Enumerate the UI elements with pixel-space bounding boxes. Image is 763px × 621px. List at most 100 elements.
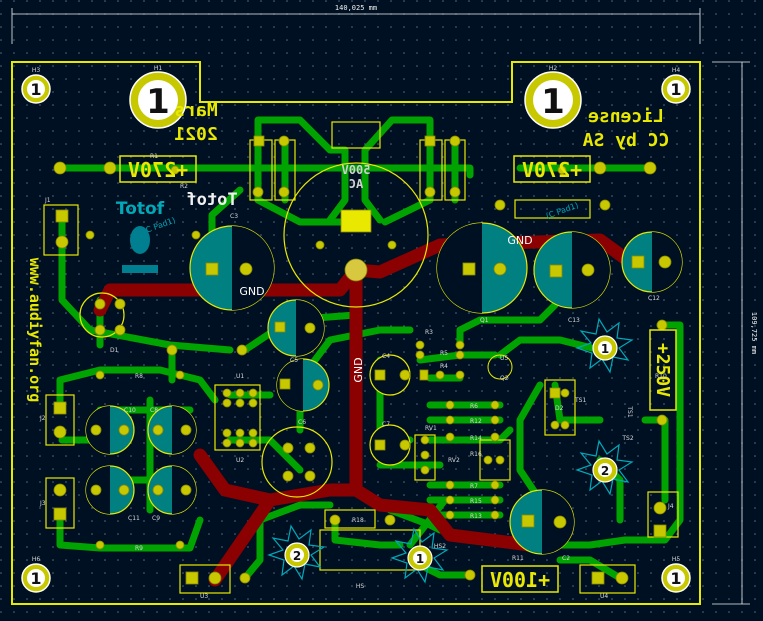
ref-r8: R8	[135, 373, 143, 380]
hole-ref: HS	[356, 583, 365, 590]
board-outline	[11, 61, 701, 605]
ac-label-group: 500V AC	[342, 163, 371, 191]
hole-number: 1	[30, 80, 41, 99]
ref-r14: R14	[470, 435, 482, 442]
ref-rv1: RV1	[425, 425, 437, 432]
ref-ts1: TS1	[574, 397, 586, 404]
mounting-hole-h4[interactable]: 1 H4	[661, 67, 691, 104]
website-label: www.audiyfan.org	[26, 258, 44, 403]
silk-license-line1: License	[588, 106, 664, 127]
author-white: Totof	[186, 190, 237, 210]
ref-r13: R13	[470, 513, 482, 520]
dimension-width	[11, 8, 701, 44]
ref-c12: C12	[648, 295, 660, 302]
ref-r2: R2	[180, 183, 188, 190]
ref-r11: R11	[512, 555, 524, 562]
ref-c3: C3	[230, 213, 238, 220]
ref-c2: C2	[562, 555, 570, 562]
height-dimension-label: 109,725 mm	[750, 312, 758, 354]
ref-c4: C4	[382, 353, 390, 360]
mounting-hole-h1[interactable]: 1 H1	[129, 65, 187, 129]
component-pads	[53, 135, 672, 585]
supply-right-group: +270V	[513, 155, 591, 183]
silk-supply-side: +250V	[652, 343, 673, 397]
hole-number: 1	[416, 552, 424, 566]
ref-q2: Q2	[500, 375, 509, 382]
ref-r18: R18	[352, 517, 364, 524]
silk-supply-bottom: +100V	[490, 568, 550, 592]
hole-number: 2	[293, 549, 301, 563]
ref-u3: U3	[200, 593, 208, 600]
hole-number: 2	[601, 464, 609, 478]
mounting-hole-h6[interactable]: 1 H6	[21, 556, 51, 593]
mounting-hole-h2[interactable]: 1 H2	[524, 65, 582, 129]
silk-license-group: License CC by SA	[582, 106, 669, 151]
hole-ref: HS2	[434, 543, 446, 550]
ref-r5: R5	[440, 350, 448, 357]
ref-r9: R9	[135, 545, 143, 552]
ref-r3: R3	[425, 329, 433, 336]
ref-c8: C8	[150, 407, 158, 414]
ref-u4: U4	[600, 593, 608, 600]
ref-r12: R12	[470, 418, 482, 425]
author-group: Totof	[186, 190, 237, 210]
width-dimension-label: 140,025 mm	[335, 4, 377, 12]
ref-j1: J1	[44, 197, 51, 204]
ref-c5: C5	[290, 357, 298, 364]
gnd-label-right: GND	[507, 234, 532, 247]
dimension-height	[712, 61, 750, 605]
ref-r4: R4	[440, 363, 448, 370]
supply-bottom-group: +100V	[481, 565, 559, 593]
ref-r10: R10	[655, 373, 667, 380]
ref-d2: D2	[555, 405, 564, 412]
supply-box	[481, 565, 559, 593]
ref-r15: R15	[470, 498, 482, 505]
test-point-ts1[interactable]: 1 TS1	[592, 335, 633, 418]
ref-c13: C13	[568, 317, 580, 324]
hole-ref: H1	[154, 65, 163, 72]
silk-license-line2: CC by SA	[582, 130, 669, 151]
ref-rv2: RV2	[448, 457, 460, 464]
hole-ref: H6	[32, 556, 41, 563]
heatsink-hole-hs2[interactable]: 1 HS2	[407, 543, 446, 571]
ref-r1: R1	[150, 153, 158, 160]
hole-number: 1	[670, 569, 681, 588]
gnd-label-left: GND	[239, 285, 264, 298]
component-reference-labels: C3 C12 C13 C4 C5 C6 C7 C10 C11 C8 C9 C2 …	[39, 153, 674, 600]
hole-number: 1	[601, 342, 609, 356]
ref-r6: R6	[470, 403, 478, 410]
silk-supply-right: +270V	[522, 158, 582, 182]
ref-u1: U1	[236, 373, 244, 380]
mounting-hole-h5[interactable]: 1 H5	[661, 556, 691, 593]
hole-ref: H4	[672, 67, 681, 74]
ac-label: AC	[349, 177, 363, 191]
hole-number: 1	[541, 82, 565, 122]
ac-voltage-label: 500V	[342, 163, 371, 177]
ref-c9: C9	[152, 515, 160, 522]
hole-ref: H3	[32, 67, 41, 74]
supply-box	[649, 329, 677, 411]
hole-number: 1	[670, 80, 681, 99]
ref-c7: C7	[382, 421, 390, 428]
test-point-ts2[interactable]: 2 TS2	[592, 435, 634, 483]
gnd-label-center: GND	[352, 357, 365, 382]
silk-date-year: 2021	[174, 124, 217, 145]
silk-date-month: Mars	[174, 100, 217, 121]
ref-q1: Q1	[480, 317, 489, 324]
silk-supply-left: +270V	[128, 158, 188, 182]
hole-ref: TS2	[621, 435, 633, 442]
mounting-hole-h3[interactable]: 1 H3	[21, 67, 51, 104]
ref-u2: U2	[236, 457, 244, 464]
ref-d1: D1	[110, 347, 119, 354]
ref-r16: R16	[470, 451, 482, 458]
heatsink-hole-hs[interactable]: 2 HS	[284, 542, 365, 590]
hole-number: 1	[146, 82, 170, 122]
author-cyan: Totof	[116, 199, 165, 219]
hole-ref: H5	[672, 556, 681, 563]
ref-u5: U5	[500, 355, 508, 362]
hole-number: 1	[30, 569, 41, 588]
ref-j3: J3	[39, 500, 46, 507]
test-point-flares	[267, 317, 634, 584]
